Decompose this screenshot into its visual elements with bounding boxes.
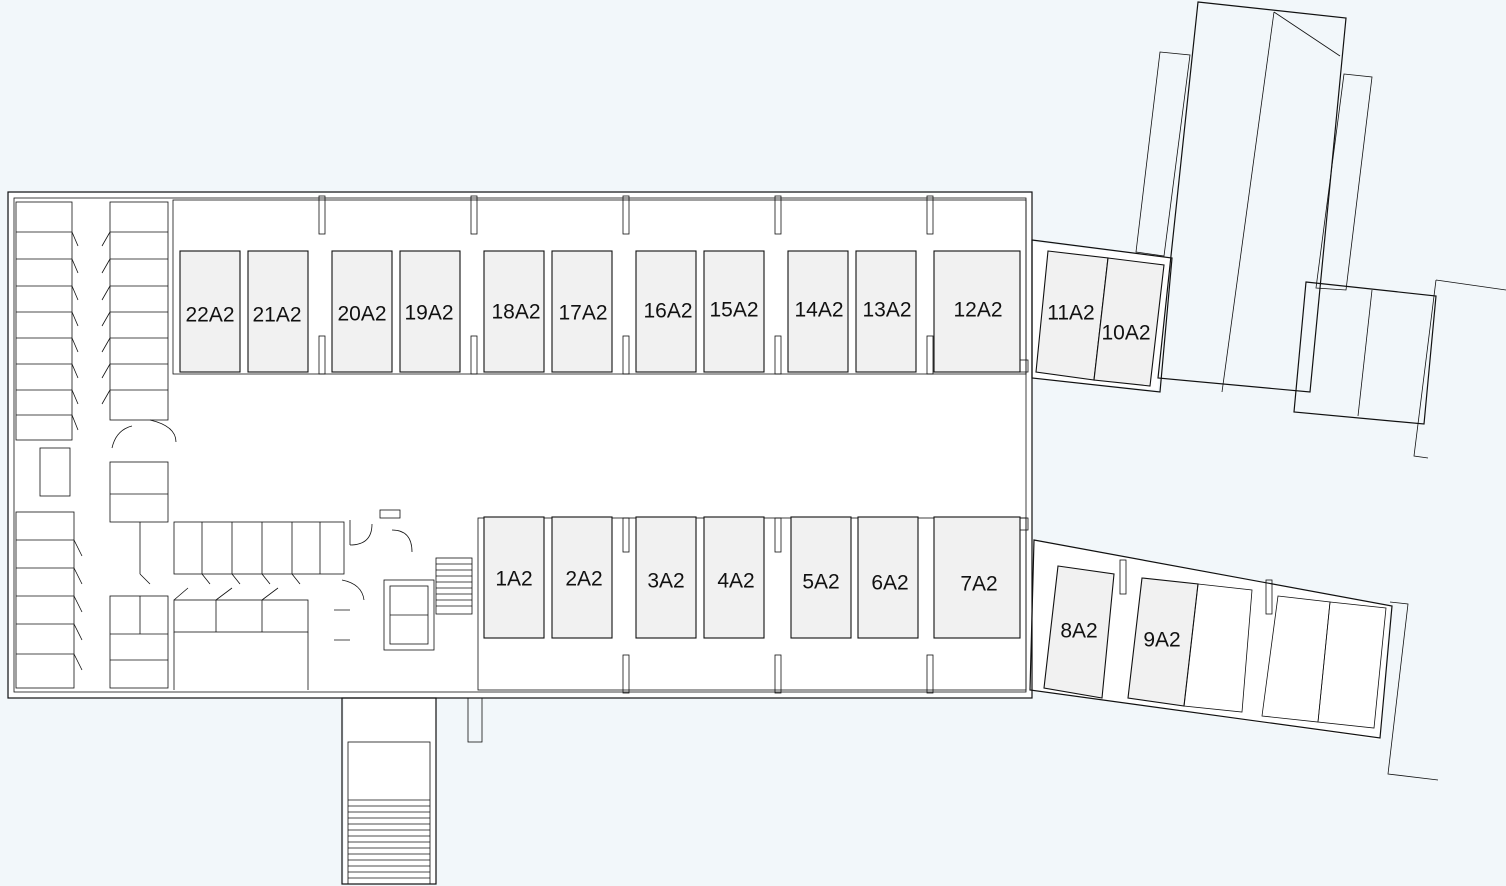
spot-label: 10A2 xyxy=(1101,322,1150,345)
parking-spot-19A2[interactable]: 19A2 xyxy=(399,250,461,373)
parking-spot-11A2[interactable]: 11A2 xyxy=(1035,250,1109,381)
parking-spot-9A2[interactable]: 9A2 xyxy=(1127,577,1199,707)
spot-label: 1A2 xyxy=(495,568,532,591)
parking-spot-16A2[interactable]: 16A2 xyxy=(635,250,697,373)
spot-label: 11A2 xyxy=(1047,302,1095,325)
parking-spot-15A2[interactable]: 15A2 xyxy=(703,250,765,373)
parking-spot-2A2[interactable]: 2A2 xyxy=(551,516,613,639)
spot-label: 22A2 xyxy=(185,304,234,327)
parking-spot-13A2[interactable]: 13A2 xyxy=(855,250,917,373)
spot-label: 9A2 xyxy=(1143,629,1180,652)
spot-label: 21A2 xyxy=(252,304,301,327)
parking-spot-3A2[interactable]: 3A2 xyxy=(635,516,697,639)
spot-label: 7A2 xyxy=(960,573,997,596)
spot-label: 2A2 xyxy=(565,568,602,591)
parking-spot-18A2[interactable]: 18A2 xyxy=(483,250,545,373)
parking-spot-unlabeled[interactable] xyxy=(1183,583,1253,713)
parking-spot-12A2[interactable]: 12A2 xyxy=(933,250,1021,373)
spot-label: 3A2 xyxy=(647,570,684,593)
columns xyxy=(318,195,1029,694)
stair-core xyxy=(334,509,473,651)
parking-spot-10A2[interactable]: 10A2 xyxy=(1093,257,1165,387)
spot-label: 17A2 xyxy=(558,302,607,325)
parking-spot-7A2[interactable]: 7A2 xyxy=(933,516,1021,639)
parking-spot-4A2[interactable]: 4A2 xyxy=(703,516,765,639)
storage-cages xyxy=(15,201,345,690)
parking-spot-8A2[interactable]: 8A2 xyxy=(1043,565,1115,699)
parking-spot-5A2[interactable]: 5A2 xyxy=(790,516,852,639)
parking-spot-17A2[interactable]: 17A2 xyxy=(551,250,613,373)
parking-spots: 22A2 21A2 20A2 19A2 18A2 17A2 16A2 15A2 xyxy=(179,250,1387,729)
parking-spot-20A2[interactable]: 20A2 xyxy=(331,250,393,373)
spot-label: 5A2 xyxy=(802,571,839,594)
spot-label: 16A2 xyxy=(643,300,692,323)
spot-label: 20A2 xyxy=(337,303,386,326)
spot-label: 13A2 xyxy=(862,299,911,322)
parking-spot-6A2[interactable]: 6A2 xyxy=(857,516,919,639)
spot-label: 18A2 xyxy=(491,301,540,324)
parking-spot-1A2[interactable]: 1A2 xyxy=(483,516,545,639)
spot-label: 14A2 xyxy=(794,299,843,322)
entrance-stairs xyxy=(341,697,483,885)
parking-spot-22A2[interactable]: 22A2 xyxy=(179,250,241,373)
spot-label: 12A2 xyxy=(953,299,1002,322)
parking-spot-21A2[interactable]: 21A2 xyxy=(247,250,309,373)
right-annex xyxy=(1029,1,1506,781)
spot-label: 8A2 xyxy=(1060,620,1097,643)
spot-label: 19A2 xyxy=(404,302,453,325)
spot-label: 4A2 xyxy=(717,570,754,593)
spot-label: 15A2 xyxy=(709,299,758,322)
parking-spot-14A2[interactable]: 14A2 xyxy=(787,250,849,373)
spot-label: 6A2 xyxy=(871,572,908,595)
parking-spot-unlabeled[interactable] xyxy=(1317,601,1387,729)
